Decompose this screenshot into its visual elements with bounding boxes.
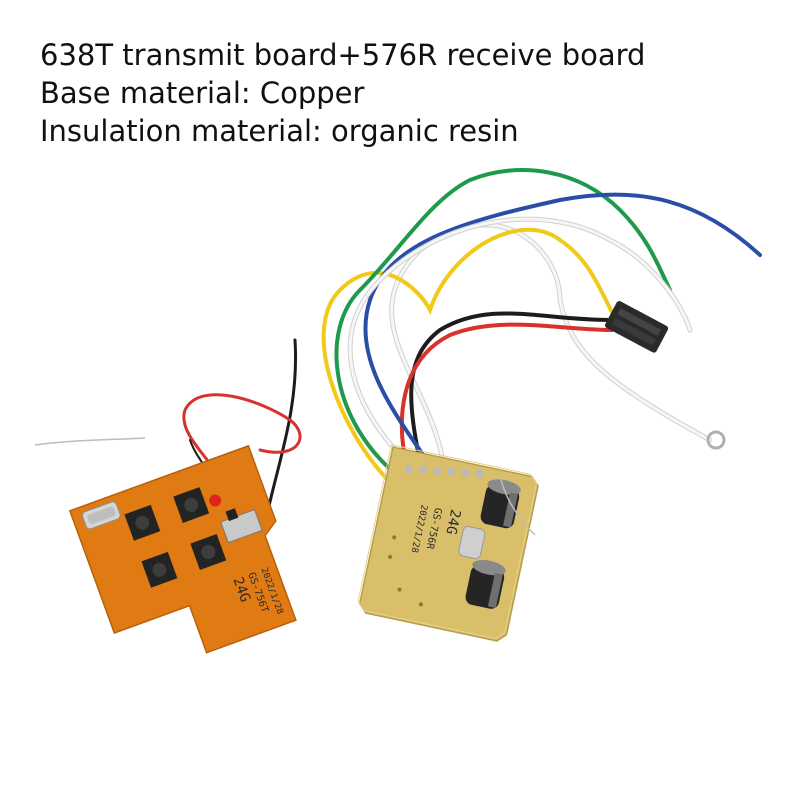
receive-board: 24G GS-756R 2022/1/28 (357, 444, 539, 642)
receive-wire-green (334, 168, 672, 478)
receive-silk-model: 24G (442, 508, 463, 536)
receive-wire-white (348, 217, 692, 472)
ring-terminal (706, 430, 726, 450)
slide-switch (220, 508, 263, 544)
receive-wire-blue (363, 192, 762, 467)
tactile-button-4 (190, 534, 227, 570)
caption-line-base-material: Base material: Copper (40, 76, 365, 110)
tactile-button-2 (173, 487, 210, 523)
capacitor-bottom (465, 559, 506, 609)
crystal (458, 526, 486, 560)
receive-wire-black (409, 311, 612, 470)
tactile-button-3 (141, 551, 178, 588)
caption-line-insulation: Insulation material: organic resin (40, 114, 519, 148)
receive-wires (321, 168, 762, 482)
receive-wire-yellow (321, 227, 617, 482)
transmit-antenna (34, 437, 146, 446)
transmit-crystal (81, 501, 121, 530)
connector-plug (604, 301, 669, 353)
capacitor-top (480, 479, 521, 529)
caption-line-boards: 638T transmit board+576R receive board (40, 38, 646, 72)
transmit-board: 24G GS-756T 2022/1/28 (68, 444, 297, 654)
tactile-button-1 (124, 504, 161, 541)
red-led (209, 494, 222, 507)
product-caption: 638T transmit board+576R receive board B… (40, 36, 645, 150)
